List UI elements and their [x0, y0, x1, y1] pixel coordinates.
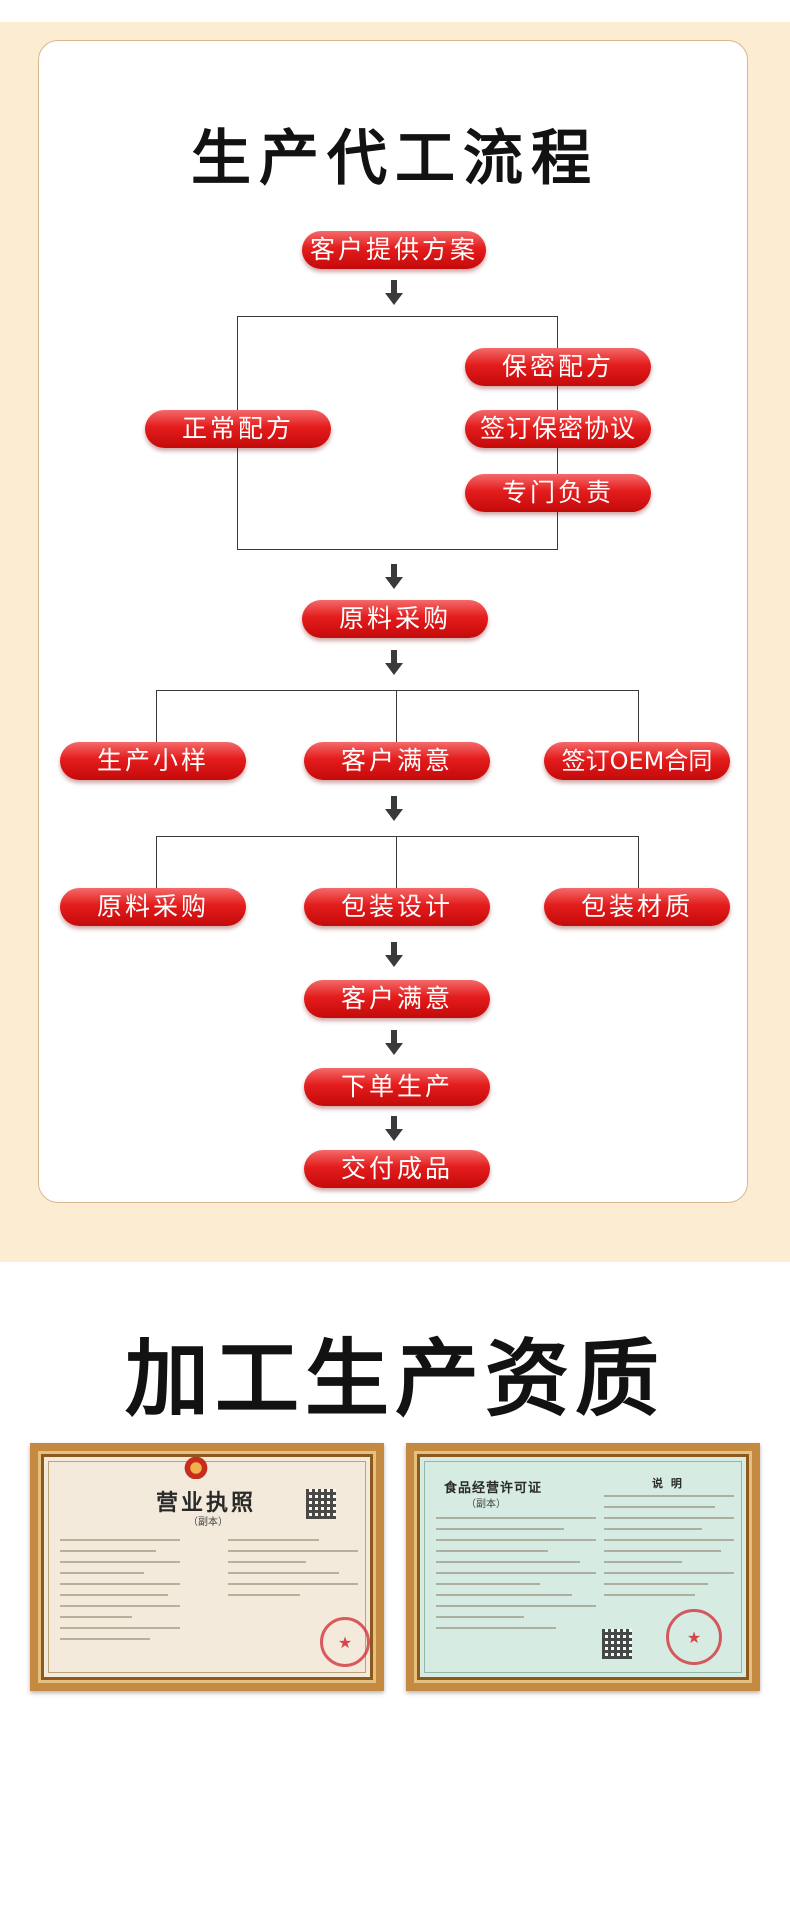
connector-line [156, 690, 639, 691]
step-sign-nda: 签订保密协议 [465, 410, 651, 448]
cert-text-block [436, 1517, 596, 1638]
cert-text-block [60, 1539, 180, 1649]
qr-code-icon [602, 1629, 632, 1659]
connector-line [156, 690, 157, 742]
flow-title: 生产代工流程 [0, 110, 790, 197]
connector-line [396, 836, 397, 888]
step-customer-satisfied: 客户满意 [304, 742, 490, 780]
national-emblem-icon [181, 1457, 211, 1479]
qualification-title: 加工生产资质 [0, 1312, 790, 1433]
step-customer-plan: 客户提供方案 [302, 231, 486, 269]
step-deliver: 交付成品 [304, 1150, 490, 1188]
connector-line [638, 836, 639, 888]
step-place-order: 下单生产 [304, 1068, 490, 1106]
business-license-subtitle: （副本） [188, 1513, 228, 1528]
connector-line [237, 549, 558, 550]
step-sign-oem: 签订OEM合同 [544, 742, 730, 780]
connector-line [156, 836, 157, 888]
official-seal-icon: ★ [666, 1609, 722, 1665]
qr-code-icon [306, 1489, 336, 1519]
step-raw-purchase: 原料采购 [302, 600, 488, 638]
cert-text-block [228, 1539, 358, 1605]
food-license-title: 食品经营许可证 [444, 1477, 542, 1496]
food-license-subtitle: （副本） [466, 1495, 506, 1510]
step-secret-formula: 保密配方 [465, 348, 651, 386]
step-package-material: 包装材质 [544, 888, 730, 926]
connector-line [156, 836, 639, 837]
connector-line [396, 690, 397, 742]
food-license-notes-title: 说 明 [652, 1475, 684, 1491]
step-customer-satisfied-2: 客户满意 [304, 980, 490, 1018]
step-normal-formula: 正常配方 [145, 410, 331, 448]
official-seal-icon: ★ [320, 1617, 370, 1667]
step-package-design: 包装设计 [304, 888, 490, 926]
step-dedicated: 专门负责 [465, 474, 651, 512]
connector-line [237, 316, 558, 317]
connector-line [638, 690, 639, 742]
business-license-image: 营业执照 （副本） ★ [30, 1443, 384, 1691]
step-raw-purchase-2: 原料采购 [60, 888, 246, 926]
step-sample: 生产小样 [60, 742, 246, 780]
food-license-image: 食品经营许可证 （副本） 说 明 ★ [406, 1443, 760, 1691]
cert-text-block [604, 1495, 734, 1605]
